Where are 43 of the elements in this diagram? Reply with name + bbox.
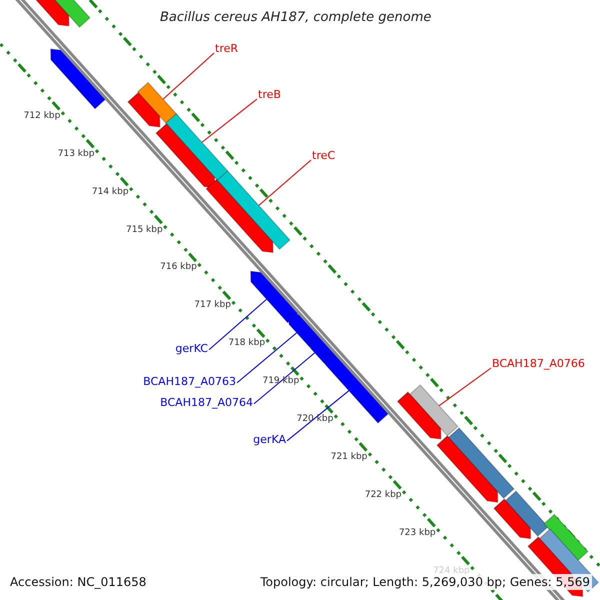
scale-label: 717 kbp	[194, 300, 231, 312]
scale-label: 721 kbp	[330, 452, 368, 463]
gene-block	[50, 48, 106, 110]
gene-block	[127, 92, 160, 128]
scale-label: 722 kbp	[364, 490, 402, 501]
scale-label: 720 kbp	[296, 414, 334, 426]
scale-label: 718 kbp	[228, 338, 266, 350]
scale-label: 712 kbp	[24, 110, 60, 122]
gene-label: BCAH187_A0764	[160, 396, 253, 409]
leader-line	[162, 52, 214, 100]
leader-line	[258, 160, 312, 206]
gene-block	[155, 123, 216, 188]
gene-bar	[409, 384, 458, 436]
gene-bar	[216, 170, 291, 250]
gene-bar	[504, 490, 549, 537]
leader-line	[208, 298, 268, 350]
leader-line	[438, 368, 492, 406]
gene-label: treB	[258, 88, 281, 101]
scale-label: 713 kbp	[58, 148, 94, 160]
gene-block	[396, 391, 442, 440]
gene-label: gerKA	[253, 433, 286, 446]
scale-label: 715 kbp	[126, 224, 163, 236]
footer-text: Topology: circular; Length: 5,269,030 bp; Genes: 5,569	[258, 574, 592, 590]
leader-line	[201, 98, 258, 143]
leader-line	[236, 332, 298, 384]
scale-label: 714 kbp	[92, 186, 129, 198]
scale-label: 719 kbp	[262, 376, 300, 388]
leader-line	[254, 352, 316, 404]
gene-label: gerKC	[175, 342, 208, 355]
gene-block	[206, 178, 274, 254]
gene-label: treC	[312, 149, 336, 162]
gene-block	[493, 498, 531, 540]
footer-text: Accession: NC_011658	[8, 574, 148, 590]
gene-label: BCAH187_A0766	[492, 357, 585, 370]
scale-label: 723 kbp	[398, 528, 436, 539]
gene-bar	[448, 427, 515, 499]
leader-line	[286, 390, 350, 442]
gene-label: BCAH187_A0763	[143, 375, 236, 388]
gene-block	[436, 435, 498, 503]
scale-label: 716 kbp	[160, 262, 197, 274]
gene-label: treR	[215, 42, 238, 55]
map-title: Bacillus cereus AH187, complete genome	[160, 10, 432, 26]
gene-bar	[165, 113, 228, 181]
